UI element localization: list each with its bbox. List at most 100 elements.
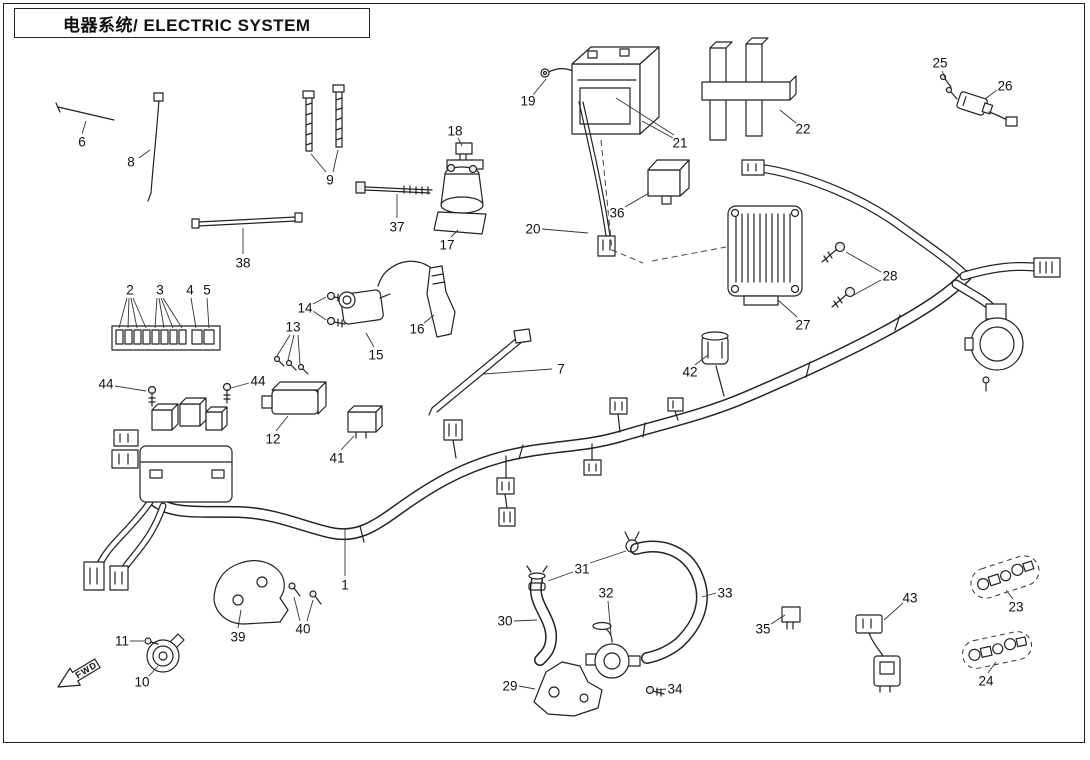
part-number-label: 43 (902, 591, 917, 606)
leader-line (310, 153, 327, 173)
bolt-34 (645, 685, 665, 697)
part-number-label: 36 (609, 206, 624, 221)
fuse-strip (111, 325, 221, 351)
leader-line (293, 596, 301, 622)
leader-line (287, 334, 295, 361)
part-number-label: 14 (297, 301, 313, 316)
leader-line (779, 109, 797, 124)
part-number-label: 39 (230, 630, 245, 645)
leader-line (158, 297, 165, 329)
connector-43 (855, 614, 901, 693)
screw-11 (144, 637, 159, 645)
switch-25-26 (939, 73, 1018, 127)
part-number-label: 22 (795, 122, 810, 137)
part-number-label: 7 (557, 362, 565, 377)
part-number-label: 21 (672, 136, 687, 151)
controller-12 (261, 381, 327, 415)
battery-bracket-22 (701, 37, 797, 141)
part-number-label: 38 (235, 256, 250, 271)
ignition-coil-15 (338, 289, 391, 325)
leader-line (127, 297, 130, 329)
cable-tie-6 (55, 102, 115, 121)
part-number-label: 28 (882, 269, 897, 284)
leader-line (297, 334, 301, 365)
part-number-label: 6 (78, 135, 86, 150)
leader-line (607, 600, 612, 635)
part-number-label: 42 (682, 365, 697, 380)
part-number-label: 9 (326, 173, 334, 188)
sensor-42 (701, 331, 729, 365)
harness-connector-blocks (83, 159, 1061, 591)
part-number-label: 11 (115, 634, 129, 649)
screws-13 (273, 355, 309, 375)
part-number-label: 35 (755, 622, 770, 637)
ecu-27 (727, 205, 803, 306)
leader-line (589, 550, 627, 564)
clamps-31 (526, 531, 640, 573)
part-number-label: 20 (525, 222, 540, 237)
leader-line (148, 665, 159, 677)
leader-line (230, 382, 250, 389)
battery-21 (571, 46, 660, 135)
fwd-arrow: FWD (57, 658, 101, 688)
hose-30 (528, 572, 558, 666)
part-number-label: 16 (409, 322, 424, 337)
part-number-label: 44 (98, 377, 114, 392)
leader-line (624, 192, 650, 208)
bolts-28 (821, 241, 856, 308)
leader-line (987, 661, 997, 674)
leader-line (845, 251, 882, 273)
part-number-label: 27 (795, 318, 810, 333)
part-number-label: 25 (932, 56, 947, 71)
fuse-box-assembly (111, 397, 233, 503)
part-number-label: 1 (341, 578, 349, 593)
part-number-label: 18 (447, 124, 462, 139)
leader-line (312, 296, 327, 305)
leader-line (423, 314, 435, 324)
horn-10 (146, 633, 185, 673)
part-number-label: 12 (265, 432, 280, 447)
part-number-label: 13 (285, 320, 300, 335)
leader-line (365, 332, 375, 348)
battery-cable-20 (578, 101, 616, 257)
leader-line (694, 354, 709, 366)
cable-tie-7 (428, 328, 532, 416)
page-border-frame (3, 3, 1085, 743)
part-number-label: 29 (502, 679, 517, 694)
battery-placement-dashes (600, 139, 727, 264)
rod-38 (191, 212, 303, 229)
part-number-label: 24 (978, 674, 994, 689)
part-number-label: 2 (126, 283, 134, 298)
leader-line (641, 120, 674, 139)
relay-41 (347, 405, 383, 439)
part-number-label: 23 (1008, 600, 1023, 615)
leader-line (450, 229, 459, 238)
leader-line (162, 297, 183, 329)
part-number-label: 37 (389, 220, 404, 235)
bracket-29 (533, 661, 603, 717)
bolts-14 (326, 291, 346, 328)
part-number-label: 10 (134, 675, 149, 690)
leader-line (883, 602, 904, 621)
part-number-label: 41 (329, 451, 344, 466)
leader-line (206, 297, 210, 329)
leader-line (190, 297, 197, 329)
leader-line (541, 228, 589, 234)
part-number-label: 30 (497, 614, 512, 629)
part-number-label: 34 (667, 682, 683, 697)
leader-line (777, 299, 798, 318)
leader-line (701, 592, 717, 598)
leader-line (81, 120, 87, 135)
leader-line (237, 609, 242, 629)
leader-line (457, 137, 463, 147)
part-number-label: 3 (156, 283, 164, 298)
pump-32 (585, 621, 641, 679)
part-number-label: 40 (295, 622, 310, 637)
leader-line (132, 297, 147, 329)
leader-line (615, 97, 675, 136)
hose-33 (630, 540, 708, 664)
leader-line (770, 614, 786, 625)
leader-line (138, 149, 151, 159)
